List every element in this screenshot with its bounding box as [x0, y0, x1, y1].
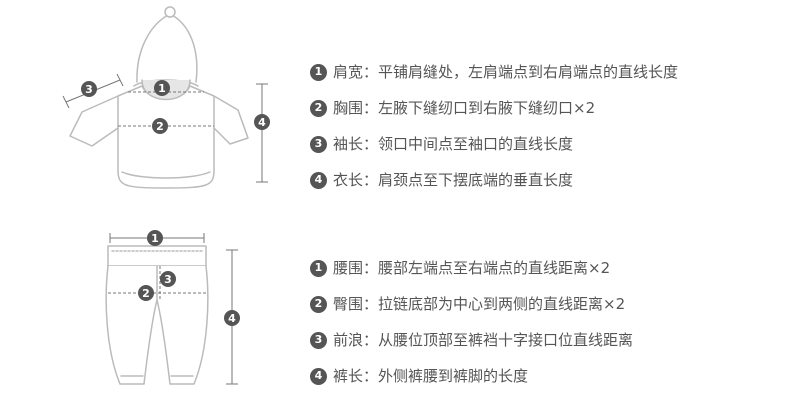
legend-row-rise: 3 前浪 ： 从腰位顶部至裤裆十字接口位直线距离	[310, 322, 633, 358]
number-badge: 2	[310, 99, 327, 117]
measurement-description: 领口中间点至袖口的直线长度	[378, 135, 574, 153]
legend-row-shoulder: 1 肩宽 ： 平铺肩缝处，左肩端点到右肩端点的直线长度	[310, 54, 678, 90]
legend-row-sleeve: 3 袖长 ： 领口中间点至袖口的直线长度	[310, 126, 678, 162]
measurement-label: 前浪	[333, 331, 364, 349]
label-separator: ：	[363, 367, 379, 385]
measurement-description: 外侧裤腰到裤脚的长度	[378, 367, 529, 385]
legend-row-waist: 1 腰围 ： 腰部左端点至右端点的直线距离×2	[310, 250, 633, 286]
garment-illustration: 1 2 3 4	[62, 6, 270, 385]
label-separator: ：	[363, 99, 379, 117]
label-separator: ：	[363, 259, 379, 277]
measurement-description: 腰部左端点至右端点的直线距离×2	[378, 259, 611, 277]
shirt-badge-4: 4	[254, 114, 270, 130]
number-badge: 4	[310, 367, 327, 385]
svg-text:3: 3	[164, 273, 172, 286]
pants-badge-2: 2	[138, 285, 154, 301]
pants-badge-1: 1	[147, 230, 163, 246]
label-separator: ：	[363, 331, 379, 349]
measurement-label: 裤长	[333, 367, 364, 385]
svg-text:1: 1	[151, 232, 159, 245]
shirt-badge-2: 2	[152, 118, 168, 134]
number-badge: 1	[310, 259, 327, 277]
number-badge: 3	[310, 331, 327, 349]
label-separator: ：	[363, 135, 379, 153]
number-badge: 4	[310, 171, 327, 189]
svg-text:3: 3	[85, 83, 93, 96]
number-badge: 1	[310, 63, 327, 81]
measurement-description: 平铺肩缝处，左肩端点到右肩端点的直线长度	[378, 63, 679, 81]
number-badge: 3	[310, 135, 327, 153]
svg-text:4: 4	[258, 116, 266, 129]
measurement-description: 左腋下缝纫口到右腋下缝纫口×2	[378, 99, 596, 117]
shirt-badge-3: 3	[81, 81, 97, 97]
number-badge: 2	[310, 295, 327, 313]
measurement-label: 衣长	[333, 171, 364, 189]
label-separator: ：	[363, 295, 379, 313]
measurement-label: 袖长	[333, 135, 364, 153]
measurement-description: 从腰位顶部至裤裆十字接口位直线距离	[378, 331, 634, 349]
label-separator: ：	[363, 63, 379, 81]
shirt-badge-1: 1	[154, 80, 170, 96]
shirt-measurement-legend: 1 肩宽 ： 平铺肩缝处，左肩端点到右肩端点的直线长度 2 胸围 ： 左腋下缝纫…	[310, 54, 678, 198]
svg-text:4: 4	[228, 312, 236, 325]
pants-badge-3: 3	[160, 271, 176, 287]
measurement-label: 肩宽	[333, 63, 364, 81]
measurement-description: 拉链底部为中心到两侧的直线距离×2	[378, 295, 626, 313]
svg-text:2: 2	[142, 287, 150, 300]
svg-text:1: 1	[158, 82, 166, 95]
legend-row-hip: 2 臀围 ： 拉链底部为中心到两侧的直线距离×2	[310, 286, 633, 322]
svg-text:2: 2	[156, 120, 164, 133]
label-separator: ：	[363, 171, 379, 189]
legend-row-length: 4 衣长 ： 肩颈点至下摆底端的垂直长度	[310, 162, 678, 198]
measurement-label: 胸围	[333, 99, 364, 117]
measurement-description: 肩颈点至下摆底端的垂直长度	[378, 171, 574, 189]
pants-drawing	[105, 245, 209, 385]
pants-measurement-legend: 1 腰围 ： 腰部左端点至右端点的直线距离×2 2 臀围 ： 拉链底部为中心到两…	[310, 250, 633, 394]
measurement-label: 腰围	[333, 259, 364, 277]
legend-row-chest: 2 胸围 ： 左腋下缝纫口到右腋下缝纫口×2	[310, 90, 678, 126]
legend-row-pants-length: 4 裤长 ： 外侧裤腰到裤脚的长度	[310, 358, 633, 394]
pants-badge-4: 4	[224, 310, 240, 326]
measurement-label: 臀围	[333, 295, 364, 313]
shirt-drawing	[69, 6, 249, 189]
